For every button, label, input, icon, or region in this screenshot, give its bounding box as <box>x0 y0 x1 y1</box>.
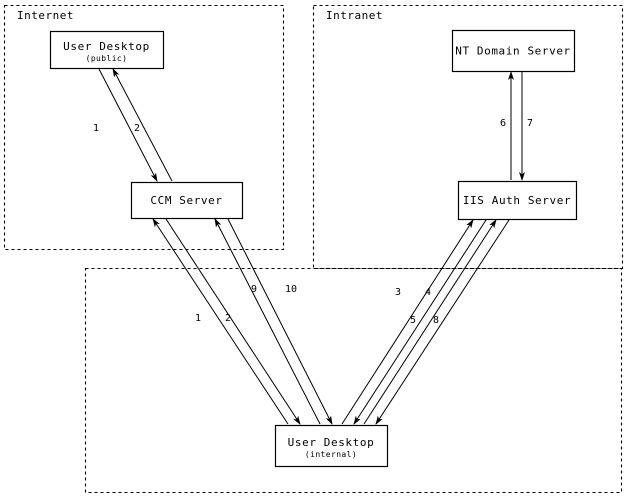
flow-label-flow-4: 4 <box>425 287 431 298</box>
flow-label-flow-6: 6 <box>500 118 506 129</box>
node-box-nt-domain-server <box>451 29 576 73</box>
flow-arrow-flow-5 <box>363 219 497 425</box>
flow-arrow-flow-2-internal <box>165 218 301 425</box>
node-subtitle-user-desktop-public: (public) <box>86 54 128 63</box>
node-subtitle-user-desktop-internal: (internal) <box>305 450 357 459</box>
zone-internet <box>3 4 285 251</box>
node-user-desktop-public[interactable]: User Desktop(public) <box>49 30 165 70</box>
flow-label-flow-2-public: 2 <box>134 123 140 134</box>
flow-arrow-flow-10 <box>227 218 333 425</box>
flow-arrow-flow-1-public <box>98 68 158 182</box>
flow-arrows <box>98 68 525 425</box>
node-iis-auth-server[interactable]: IIS Auth Server <box>457 180 578 221</box>
zone-label-intranet: Intranet <box>326 9 383 22</box>
flow-arrow-flow-1-internal <box>152 218 289 425</box>
node-box-user-desktop-internal <box>274 424 389 468</box>
zone-label-internet: Internet <box>17 9 74 22</box>
flow-label-flow-2-internal: 2 <box>225 313 231 324</box>
zone-boundaries: Internet Intranet <box>3 4 624 494</box>
flow-label-flow-3: 3 <box>395 287 401 298</box>
node-title-user-desktop-public: User Desktop <box>63 40 150 53</box>
flow-arrow-flow-4 <box>353 219 487 425</box>
node-user-desktop-internal[interactable]: User Desktop(internal) <box>274 424 389 468</box>
node-box-iis-auth-server <box>457 180 578 221</box>
node-box-ccm-server <box>130 181 244 220</box>
flow-label-flow-9: 9 <box>251 284 257 295</box>
zone-intranet <box>312 4 624 270</box>
zone-internal-lan <box>84 267 623 494</box>
flow-label-flow-10: 10 <box>285 284 297 295</box>
flow-label-flow-1-internal: 1 <box>195 313 201 324</box>
node-box-user-desktop-public <box>49 30 165 70</box>
node-title-user-desktop-internal: User Desktop <box>288 436 375 449</box>
flow-arrow-flow-2-public <box>112 68 173 182</box>
node-ccm-server[interactable]: CCM Server <box>130 181 244 220</box>
flow-label-flow-5: 5 <box>410 315 416 326</box>
flow-arrow-flow-8 <box>375 219 510 425</box>
flow-arrow-flow-9 <box>214 218 321 425</box>
node-title-nt-domain-server: NT Domain Server <box>455 45 571 58</box>
flow-label-flow-8: 8 <box>433 315 439 326</box>
node-title-ccm-server: CCM Server <box>150 194 222 207</box>
node-title-iis-auth-server: IIS Auth Server <box>463 194 571 207</box>
node-nt-domain-server[interactable]: NT Domain Server <box>451 29 576 73</box>
flow-arrow-flow-3 <box>341 219 474 425</box>
flow-label-flow-1-public: 1 <box>93 123 99 134</box>
flow-label-flow-7: 7 <box>527 118 533 129</box>
flow-number-labels: 1 2 6 7 1 2 9 10 3 4 5 8 <box>93 118 533 326</box>
